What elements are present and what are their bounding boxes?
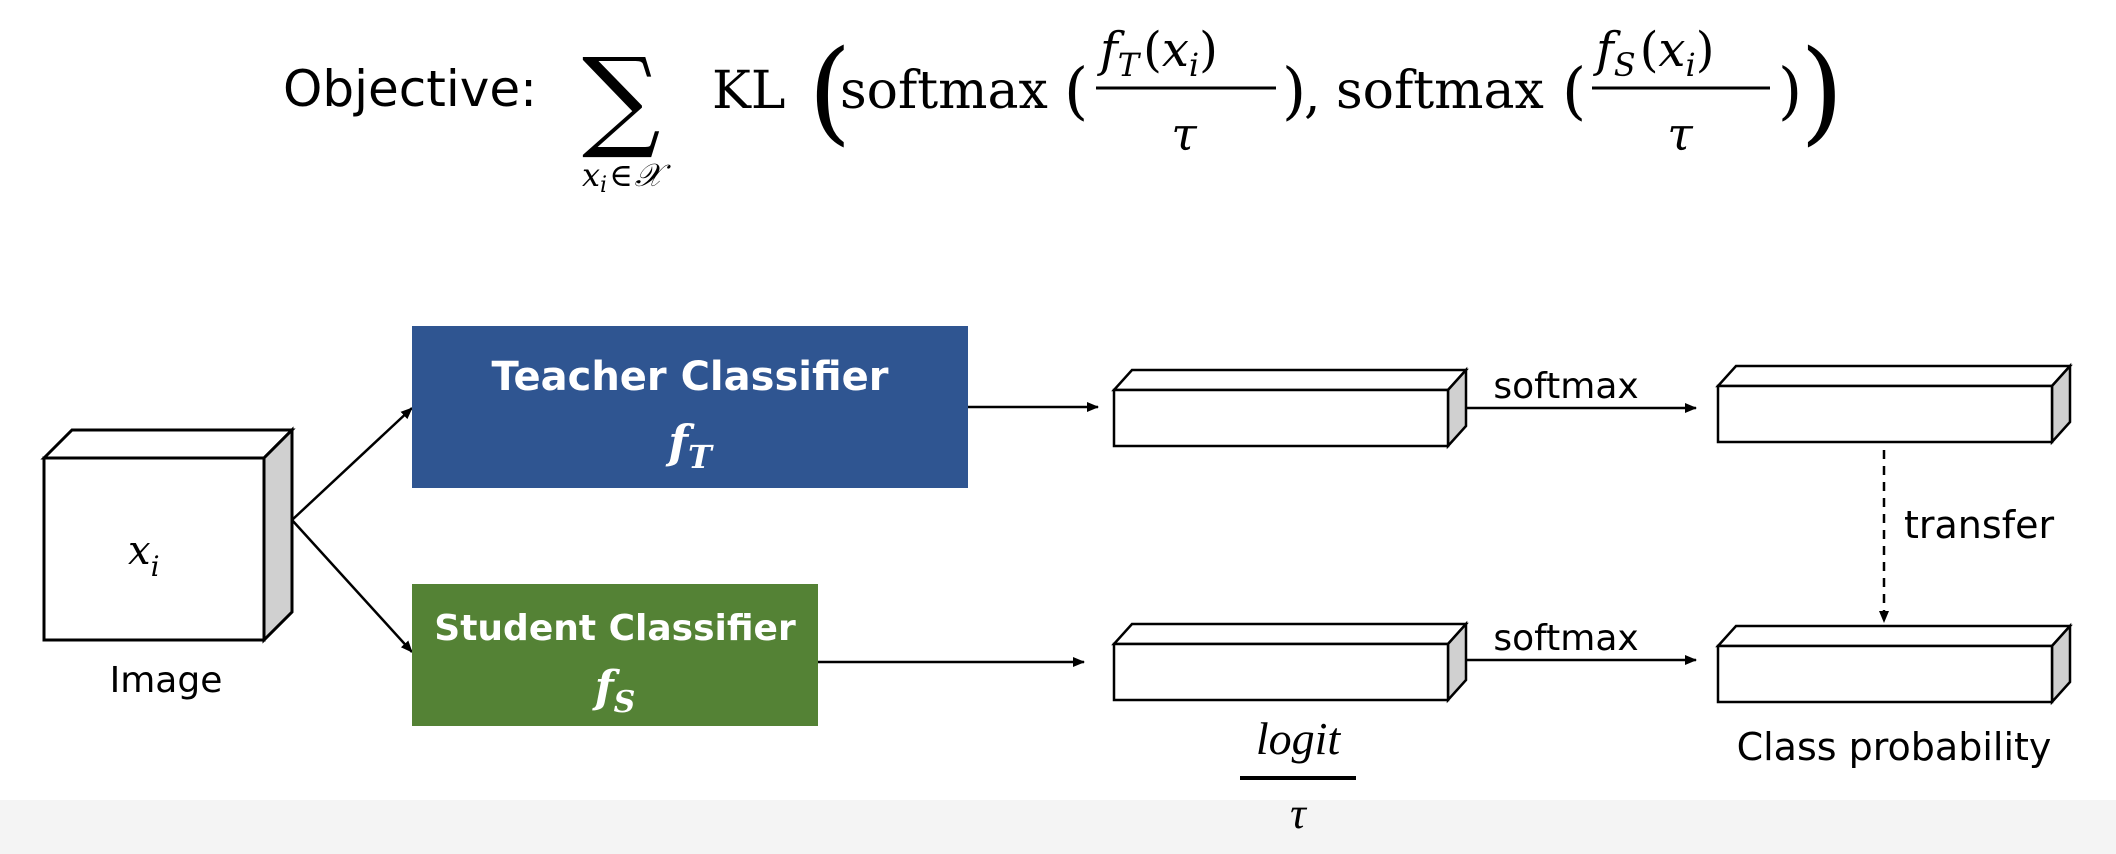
comma: , [1304,65,1321,125]
fraction-student-numerator: fS(xi) [1593,22,1714,84]
bottom-band [0,800,2116,854]
student-logit-bar [1111,620,1469,704]
student-classifier-box [412,584,818,726]
softmax-label-bottom: softmax [1493,618,1638,659]
student-probability-bar [1715,622,2073,706]
student-classifier: Student Classifier fS [412,584,818,726]
objective-label: Objective: [283,60,537,118]
fraction-teacher-denominator: τ [1171,107,1198,161]
paren-close-1: ) [1282,54,1306,127]
teacher-classifier-title: Teacher Classifier [492,354,889,400]
big-open-paren: ( [808,27,852,157]
image-cube-front [42,456,266,642]
teacher-probability-bar [1715,362,2073,446]
sum-subscript: xi∈𝒳 [582,156,672,198]
fraction-teacher-numerator: fT(xi) [1097,22,1218,84]
fraction-student-denominator: τ [1667,107,1694,161]
teacher-classifier-symbol: fT [665,415,714,476]
image-cube-side [262,426,294,644]
teacher-logit-bar [1111,366,1469,450]
image-variable: xi [128,528,160,583]
paren-close-2: ) [1778,54,1802,127]
student-classifier-title: Student Classifier [434,608,796,649]
objective-formula: Objective: ∑ xi∈𝒳 KL ( softmax ( fT(xi) … [283,22,1844,198]
image-caption: Image [110,660,223,701]
arrow-image-to-student [291,519,413,653]
arrow-image-to-teacher [291,407,413,521]
logit-numerator: logit [1256,713,1342,764]
sum-symbol: ∑ [582,34,661,162]
class-probability-caption: Class probability [1737,725,2052,769]
logit-denominator: τ [1290,789,1308,838]
softmax-label-top: softmax [1493,366,1638,407]
transfer-label: transfer [1904,503,2054,547]
image-cube: xi Image [40,426,296,701]
paren-open-2: ( [1562,54,1586,127]
paren-open-1: ( [1064,54,1088,127]
image-cube-top [40,428,296,460]
teacher-classifier-box [412,326,968,488]
softmax-text-2: softmax [1336,61,1544,121]
softmax-text-1: softmax [840,61,1048,121]
big-close-paren: ) [1800,27,1844,157]
teacher-classifier: Teacher Classifier fT [412,326,968,488]
kl-operator: KL [712,61,785,121]
